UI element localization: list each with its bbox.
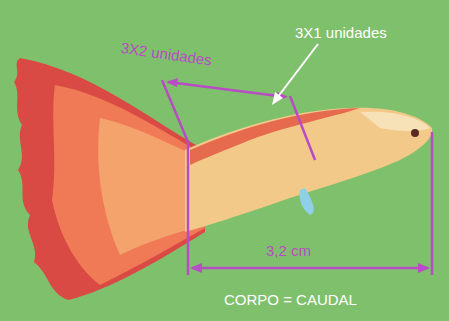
leader-line (277, 44, 318, 98)
fish-body (185, 108, 432, 232)
tail-inner (52, 85, 205, 285)
dimension-line (168, 82, 286, 97)
fish-eye (411, 129, 419, 137)
arrowhead (418, 263, 430, 273)
extension-line (187, 142, 190, 275)
arrowhead (272, 92, 283, 105)
dorsal-stripe (190, 108, 360, 165)
arrowhead (166, 78, 178, 87)
extension-line (431, 132, 434, 275)
extension-line (290, 96, 315, 160)
ventral-fin (299, 188, 313, 215)
callout-label: 3X1 unidades (295, 25, 387, 42)
caption-note: CORPO = CAUDAL (224, 292, 357, 309)
head-top (360, 112, 430, 131)
dimension-line (192, 267, 428, 270)
dimension-label: 3,2 cm (266, 243, 311, 260)
extension-line (162, 80, 188, 142)
arrowhead (190, 263, 202, 273)
tail-fin (14, 58, 205, 300)
